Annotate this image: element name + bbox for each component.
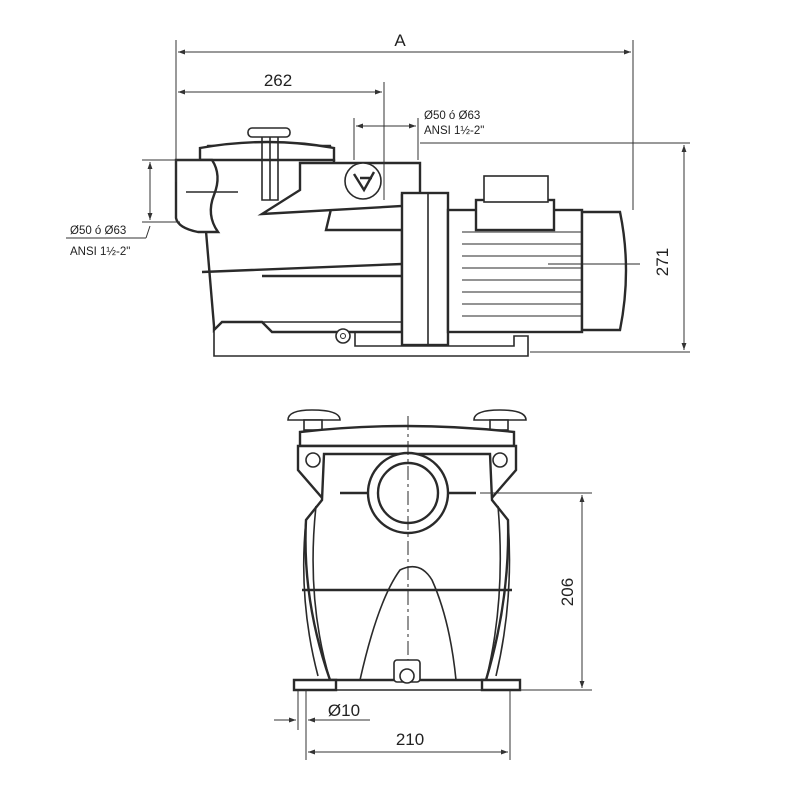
inlet-port xyxy=(174,158,221,234)
terminal-cover xyxy=(483,175,549,203)
lid xyxy=(198,140,336,162)
front-view: 206 Ø10 210 xyxy=(274,409,592,760)
drain-plug xyxy=(335,328,351,344)
base-plate xyxy=(213,330,529,357)
left-knob xyxy=(287,409,341,421)
side-view: A 262 Ø50 ó Ø63 ANSI 1½-2" 271 Ø50 ó Ø63… xyxy=(66,31,690,357)
outlet-size-label: Ø50 ó Ø63 xyxy=(424,110,480,122)
left-foot xyxy=(292,678,338,692)
lid-knob xyxy=(247,127,291,138)
lid-screw-left xyxy=(305,452,321,468)
cooling-fins xyxy=(462,231,582,317)
dimension-210-label: 210 xyxy=(396,730,424,749)
motor-flange xyxy=(400,191,450,347)
dimension-206-label: 206 xyxy=(558,578,577,606)
inner-arch xyxy=(359,565,457,681)
terminal-box xyxy=(474,198,556,232)
dimension-271-label: 271 xyxy=(653,248,672,276)
inlet-size-label: Ø50 ó Ø63 xyxy=(70,225,126,237)
inlet-thread-label: ANSI 1½-2" xyxy=(70,246,130,258)
lid-screw-right xyxy=(492,452,508,468)
right-knob xyxy=(473,409,527,421)
brand-logo-icon xyxy=(344,162,382,200)
front-lid xyxy=(298,424,516,448)
right-foot xyxy=(480,678,522,692)
outlet-thread-label: ANSI 1½-2" xyxy=(424,125,484,137)
dimension-a-label: A xyxy=(394,31,406,50)
dimension-262-label: 262 xyxy=(264,71,292,90)
dimension-bolt-hole-label: Ø10 xyxy=(328,701,360,720)
fan-cover xyxy=(580,210,628,332)
